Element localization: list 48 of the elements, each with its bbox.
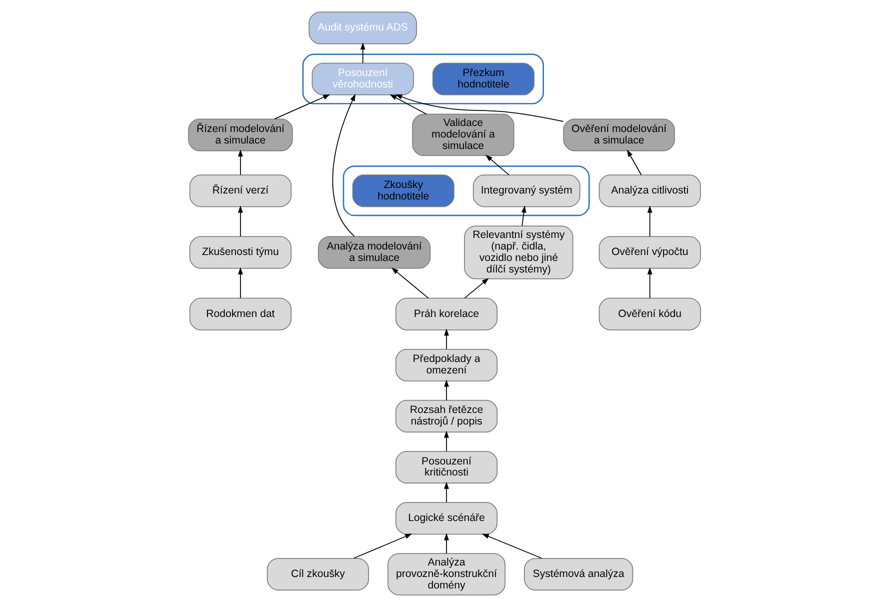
node-box: Předpoklady a omezení [395, 348, 498, 382]
node-box: Analýza citlivosti [598, 174, 701, 208]
arrow [391, 268, 429, 299]
arrow [482, 534, 542, 559]
node-box: Zkušenosti týmu [189, 236, 292, 269]
arrow [521, 206, 526, 226]
cluster [342, 166, 590, 216]
node-box: Ověření modelování a simulace [563, 118, 675, 152]
node-box: Analýza provozně-konstrukční domény [388, 553, 506, 596]
arrow [360, 42, 366, 64]
arrow [626, 150, 642, 176]
arrow [647, 206, 652, 237]
arrow [647, 267, 652, 299]
arrow [238, 206, 243, 237]
node-box: Cíl zkoušky [266, 558, 369, 591]
arrow [238, 267, 243, 299]
node-box: Relevantní systémy (např. čidla, vozidlo nebo jiné dílčí systémy) [464, 226, 574, 280]
arrow [444, 533, 449, 554]
arrow [353, 534, 412, 559]
node-box: Analýza modelování a simulace [318, 236, 431, 269]
arrow [274, 94, 330, 120]
node-box: Logické scénáře [395, 502, 498, 535]
node-box: Rozsah řetězce nástrojů / popis [395, 400, 498, 432]
arrow [464, 278, 489, 299]
node-box: Integrovaný systém [472, 174, 580, 208]
arrow [395, 94, 564, 122]
node-box: Ověření kódu [598, 298, 701, 330]
arrow [444, 380, 449, 401]
node-box: Audit systému ADS [308, 12, 417, 44]
arrow [390, 94, 427, 115]
node-box: Posouzení věrohodnosti [312, 62, 414, 96]
arrow [485, 154, 510, 176]
cluster [302, 54, 544, 104]
node-box: Práh korelace [395, 298, 498, 330]
node-box: Posouzení kritičnosti [395, 450, 498, 484]
node-box: Řízení modelování a simulace [188, 118, 293, 152]
arrow [444, 430, 449, 452]
node-box: Zkoušky hodnotitele [352, 174, 454, 208]
node-box: Validace modelování a simulace [412, 114, 514, 156]
arrow [444, 482, 449, 503]
node-box: Ověření výpočtu [598, 236, 701, 269]
arrow [332, 94, 356, 237]
node-box: Přezkum hodnotitele [432, 62, 535, 96]
node-box: Systémová analýza [524, 558, 634, 591]
node-box: Rodokmen dat [189, 298, 292, 330]
arrow [444, 328, 449, 350]
arrow [238, 149, 243, 176]
node-box: Řízení verzí [189, 174, 292, 208]
